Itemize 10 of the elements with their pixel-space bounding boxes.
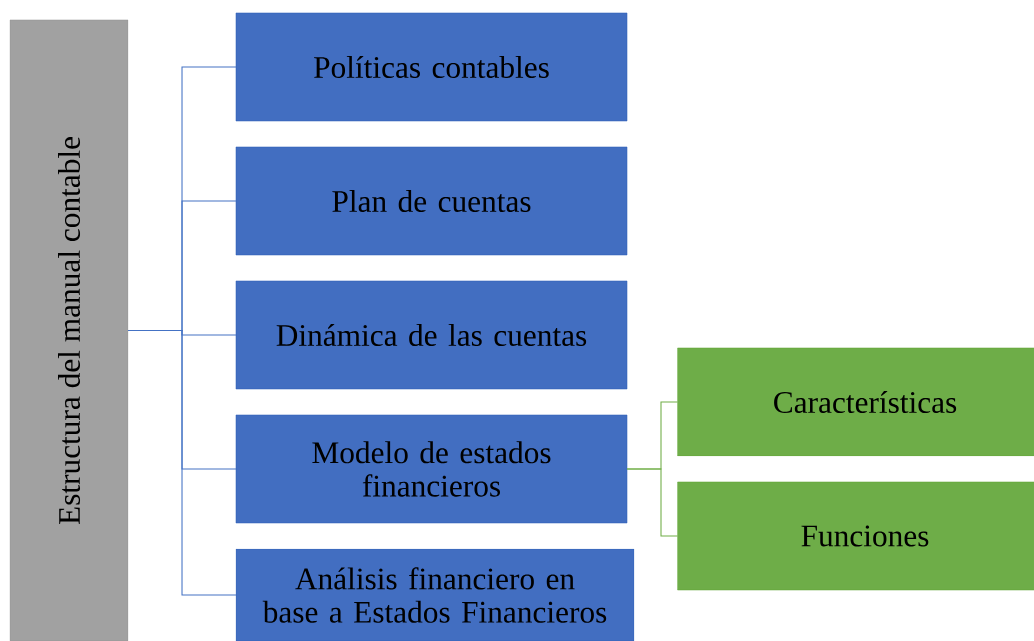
topic-box: Plan de cuentas	[235, 146, 628, 256]
topic-box: Análisis financiero en base a Estados Financieros	[235, 548, 635, 641]
topic-box: Políticas contables	[235, 12, 628, 122]
title-bar: Estructura del manual contable	[9, 19, 129, 641]
subtopic-box: Funciones	[677, 481, 1034, 591]
subtopic-box: Características	[677, 347, 1034, 457]
topic-box: Modelo de estados financieros	[235, 414, 628, 524]
topic-box: Dinámica de las cuentas	[235, 280, 628, 390]
connector-line	[127, 329, 237, 596]
connector-line	[626, 468, 679, 537]
